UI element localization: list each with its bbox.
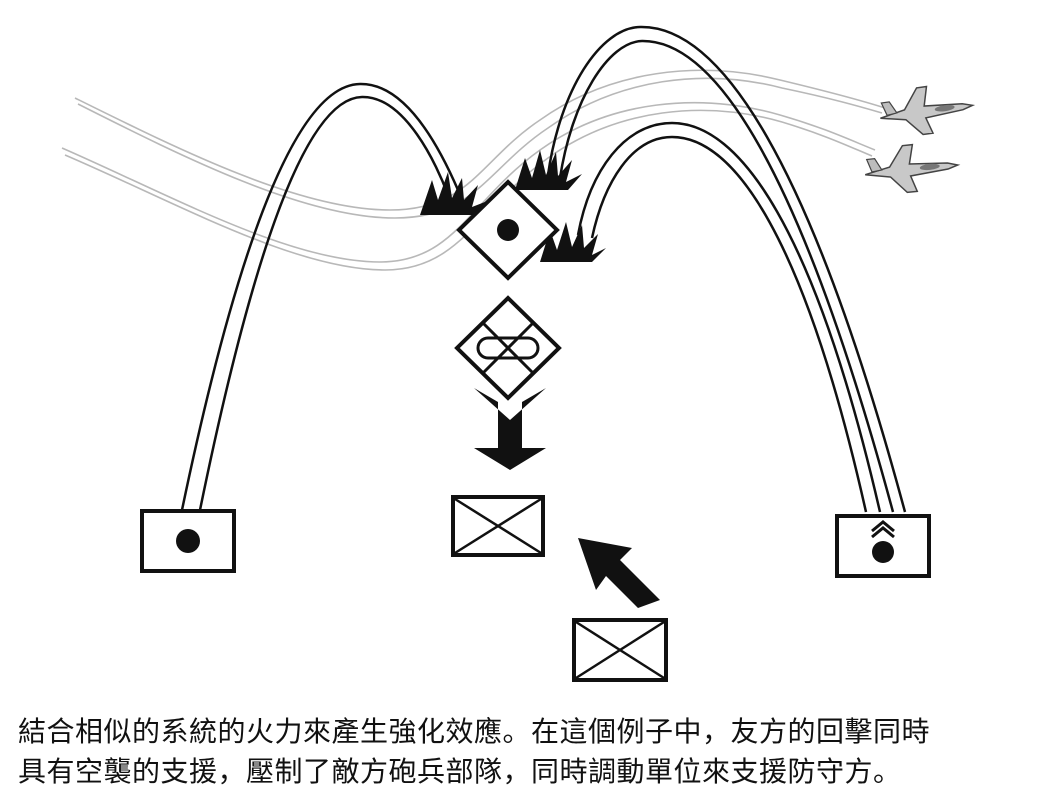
- caption-line-1: 結合相似的系統的火力來產生強化效應。在這個例子中，友方的回擊同時: [18, 715, 931, 748]
- advance-arrow-icon: [474, 388, 546, 470]
- contrail-line: [61, 101, 876, 263]
- friendly-artillery-left-symbol: [140, 509, 236, 573]
- fighter-jet-icon: [865, 143, 961, 194]
- explosion-burst-icon: [515, 150, 582, 190]
- fighter-jet-icon: [880, 85, 976, 136]
- friendly-infantry-defender-symbol: [451, 495, 545, 557]
- friendly-artillery-right-symbol: [835, 514, 931, 578]
- reinforcement-arrow-icon: [578, 538, 660, 608]
- right-fire-arc-tall: [558, 39, 895, 513]
- right-fire-arc-tall: [546, 25, 907, 513]
- left-fire-arc: [180, 82, 460, 511]
- contrail-line: [74, 69, 886, 211]
- explosion-burst-icon: [540, 222, 606, 262]
- combined-fires-diagram: [61, 25, 976, 682]
- enemy-artillery-symbol: [456, 179, 560, 281]
- fire-arcs: [180, 25, 907, 513]
- explosion-burst-icon: [420, 172, 490, 215]
- left-fire-arc: [198, 95, 450, 511]
- impact-bursts: [420, 150, 606, 262]
- friendly-infantry-reinforcement-symbol: [572, 618, 668, 682]
- right-fire-arc-low: [590, 135, 868, 513]
- right-fire-arc-low: [576, 121, 882, 513]
- caption-line-2: 具有空襲的支援，壓制了敵方砲兵部隊，同時調動單位來支援防守方。: [18, 755, 902, 788]
- caption: 結合相似的系統的火力來產生強化效應。在這個例子中，友方的回擊同時 具有空襲的支援…: [18, 712, 1048, 792]
- enemy-armored-infantry-symbol: [454, 295, 562, 401]
- contrail-line: [77, 77, 883, 219]
